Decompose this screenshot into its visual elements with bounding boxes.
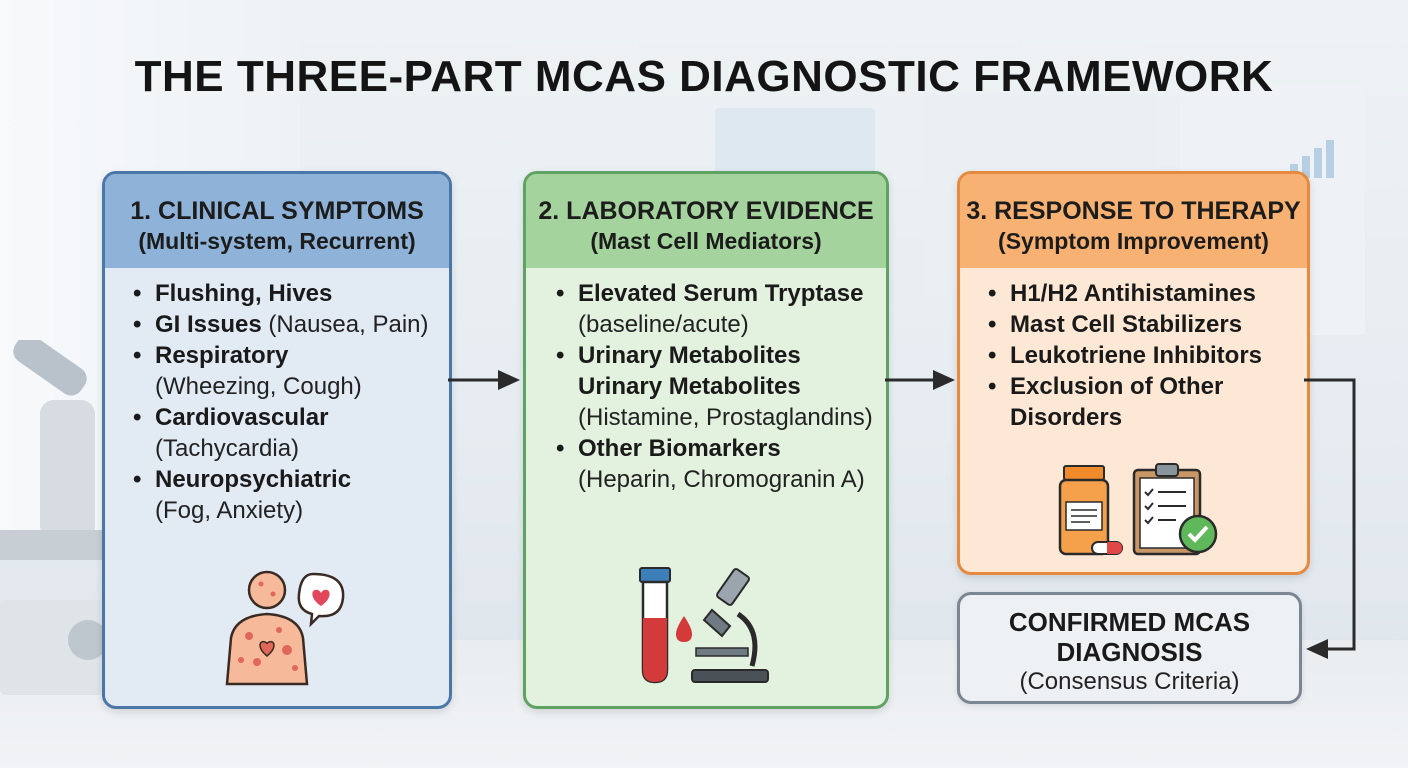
result-subheading: (Consensus Criteria) <box>1019 668 1240 695</box>
clinical-symptoms-panel: 1. CLINICAL SYMPTOMS (Multi-system, Recu… <box>102 171 452 709</box>
lab-evidence-list: •Elevated Serum Tryptase(baseline/acute)… <box>556 278 881 495</box>
panel-header: 3. RESPONSE TO THERAPY (Symptom Improvem… <box>960 174 1307 268</box>
list-item: •Cardiovascular(Tachycardia) <box>133 404 329 462</box>
result-heading: CONFIRMED MCAS DIAGNOSIS <box>1008 607 1251 667</box>
person-with-rash-heart-icon <box>225 570 345 686</box>
list-item: •Mast Cell Stabilizers <box>988 311 1243 338</box>
list-item: •GI Issues (Nausea, Pain) <box>133 311 429 338</box>
list-item: •Flushing, Hives <box>133 280 333 307</box>
list-item: •Leukotriene Inhibitors <box>988 342 1263 369</box>
panel-heading: 3. RESPONSE TO THERAPY <box>966 197 1301 225</box>
panel-header: 1. CLINICAL SYMPTOMS (Multi-system, Recu… <box>105 174 449 268</box>
symptom-list: •Flushing, Hives •GI Issues (Nausea, Pai… <box>133 278 443 526</box>
flow-arrow <box>1304 378 1356 659</box>
list-item: •Elevated Serum Tryptase(baseline/acute) <box>556 280 864 338</box>
medicine-bottle-clipboard-check-icon <box>1058 463 1218 556</box>
flow-arrow <box>448 370 520 390</box>
therapy-list: •H1/H2 Antihistamines •Mast Cell Stabili… <box>988 278 1298 433</box>
list-item: •H1/H2 Antihistamines <box>988 280 1256 307</box>
panel-header: 2. LABORATORY EVIDENCE (Mast Cell Mediat… <box>526 174 886 268</box>
page-title: THE THREE-PART MCAS DIAGNOSTIC FRAMEWORK <box>134 52 1274 101</box>
confirmed-diagnosis-box: CONFIRMED MCAS DIAGNOSIS (Consensus Crit… <box>957 592 1302 704</box>
list-item: •Neuropsychiatric(Fog, Anxiety) <box>133 466 352 524</box>
panel-subheading: (Mast Cell Mediators) <box>590 228 822 254</box>
panel-heading: 1. CLINICAL SYMPTOMS <box>130 197 424 225</box>
response-to-therapy-panel: 3. RESPONSE TO THERAPY (Symptom Improvem… <box>957 171 1310 575</box>
panel-subheading: (Multi-system, Recurrent) <box>138 228 416 254</box>
background-microscope-icon <box>0 340 118 695</box>
panel-subheading: (Symptom Improvement) <box>998 228 1269 254</box>
panel-heading: 2. LABORATORY EVIDENCE <box>538 197 874 225</box>
blood-tube-microscope-icon <box>639 567 769 684</box>
laboratory-evidence-panel: 2. LABORATORY EVIDENCE (Mast Cell Mediat… <box>523 171 889 709</box>
list-item: •Other Biomarkers(Heparin, Chromogranin … <box>556 435 865 493</box>
list-item: •Exclusion of Other Disorders <box>988 373 1224 431</box>
list-item: •Respiratory(Wheezing, Cough) <box>133 342 362 400</box>
flow-arrow <box>885 370 955 390</box>
